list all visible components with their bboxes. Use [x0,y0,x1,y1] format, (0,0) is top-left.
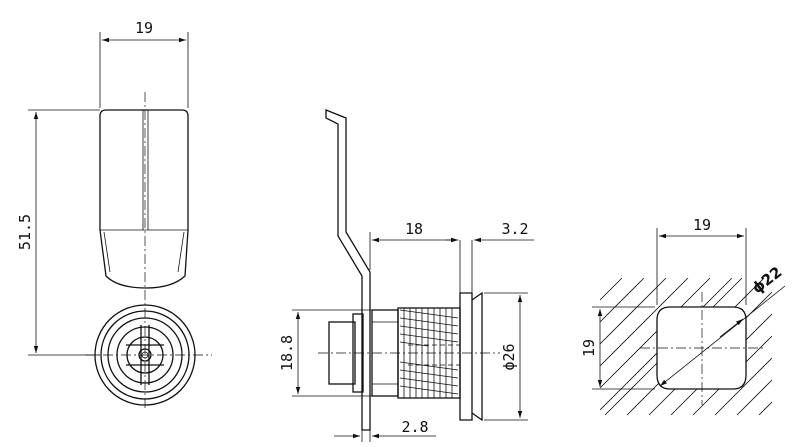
lever-taper-lines [103,231,185,273]
lever-parting-lines [142,110,149,230]
side-plate-label: 2.8 [401,418,428,436]
cutout-width-dimension: 19 [656,216,747,305]
flange [459,292,473,421]
front-width-dimension: 19 [99,19,189,108]
side-length-dimension: 18 [369,220,458,270]
side-flange-label: 3.2 [501,220,528,238]
cutout-height-label: 19 [580,339,598,357]
front-view: 19 51.5 [16,19,212,410]
side-diameter-dimension: ϕ26 [484,292,528,421]
side-flange-dimension: 3.2 [446,220,534,243]
cutout-diameter-label: ϕ22 [748,263,785,297]
cutout-view: 19 19 ϕ22 [580,216,785,415]
flange-extension [459,240,473,293]
cutout-width-label: 19 [693,216,711,234]
lever-outline [99,109,189,289]
side-hex-label: 18.8 [278,335,296,371]
cutout-height-dimension: 19 [580,306,655,390]
side-view: 18 3.2 18.8 ϕ26 2.8 [278,109,534,442]
washer-lines [372,321,398,385]
front-height-dimension: 51.5 [16,109,100,356]
side-plate-dimension: 2.8 [334,418,436,442]
front-width-label: 19 [135,19,153,37]
inner-hidden-lines [408,344,460,366]
side-hex-dimension: 18.8 [278,309,372,397]
cutout-diameter-dimension: ϕ22 [659,263,785,387]
cutout-outline [656,306,747,390]
flange-bevel [471,291,483,422]
side-diameter-label: ϕ26 [500,343,518,370]
front-height-label: 51.5 [16,214,34,250]
side-length-label: 18 [405,220,423,238]
